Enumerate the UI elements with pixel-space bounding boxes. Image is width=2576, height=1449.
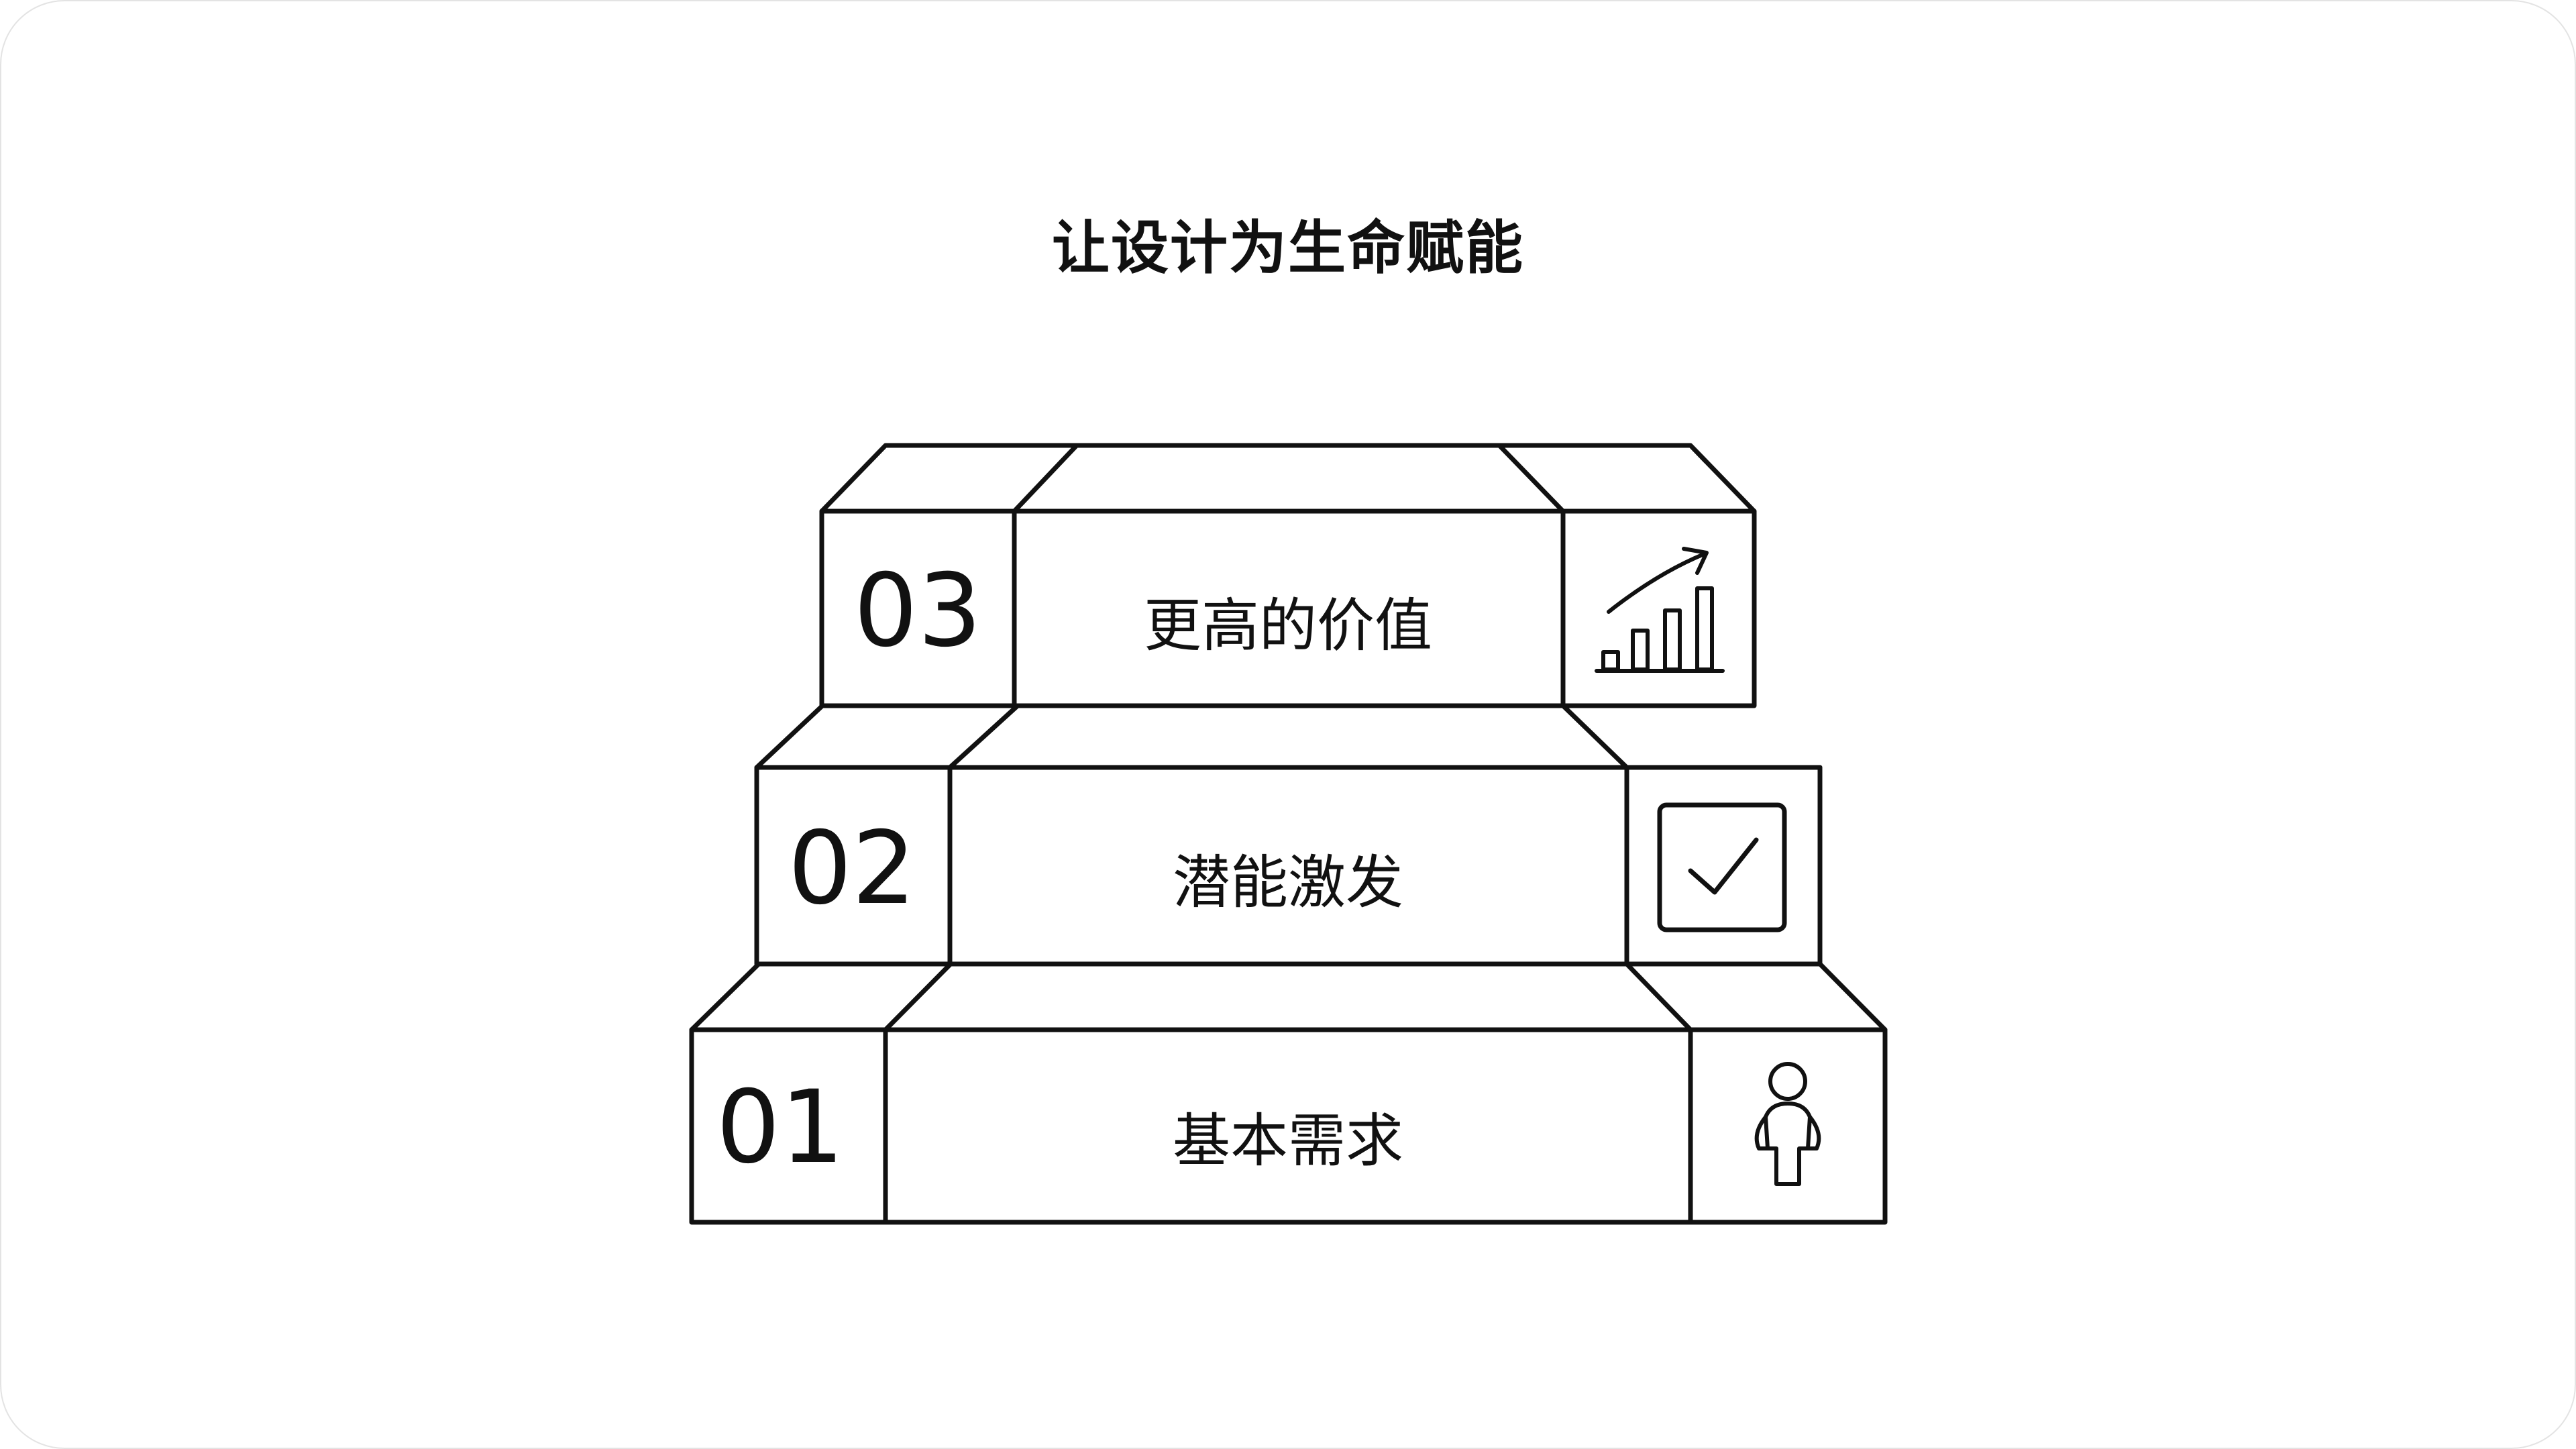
step-02-front-face (754, 765, 1823, 967)
step-03: 03 更高的价值 (819, 443, 1757, 708)
step-03-front-face (819, 508, 1757, 708)
step-02-number: 02 (788, 810, 916, 927)
checkbox-icon (1657, 802, 1787, 932)
step-02: 02 潜能激发 (754, 703, 1823, 967)
step-03-label: 更高的价值 (1144, 592, 1432, 659)
growth-chart-icon (1595, 547, 1725, 673)
step-03-top-face (819, 443, 1757, 514)
step-01-front-face (689, 1027, 1888, 1225)
step-03-number: 03 (854, 553, 982, 669)
step-01: 01 基本需求 (689, 961, 1888, 1225)
step-01-top-face (689, 961, 1888, 1032)
person-icon (1754, 1062, 1821, 1186)
step-02-top-face (754, 703, 1823, 770)
step-01-number: 01 (716, 1069, 845, 1186)
page-title: 让设计为生命赋能 (1052, 215, 1524, 282)
step-02-label: 潜能激发 (1173, 849, 1403, 916)
step-01-label: 基本需求 (1173, 1108, 1403, 1175)
